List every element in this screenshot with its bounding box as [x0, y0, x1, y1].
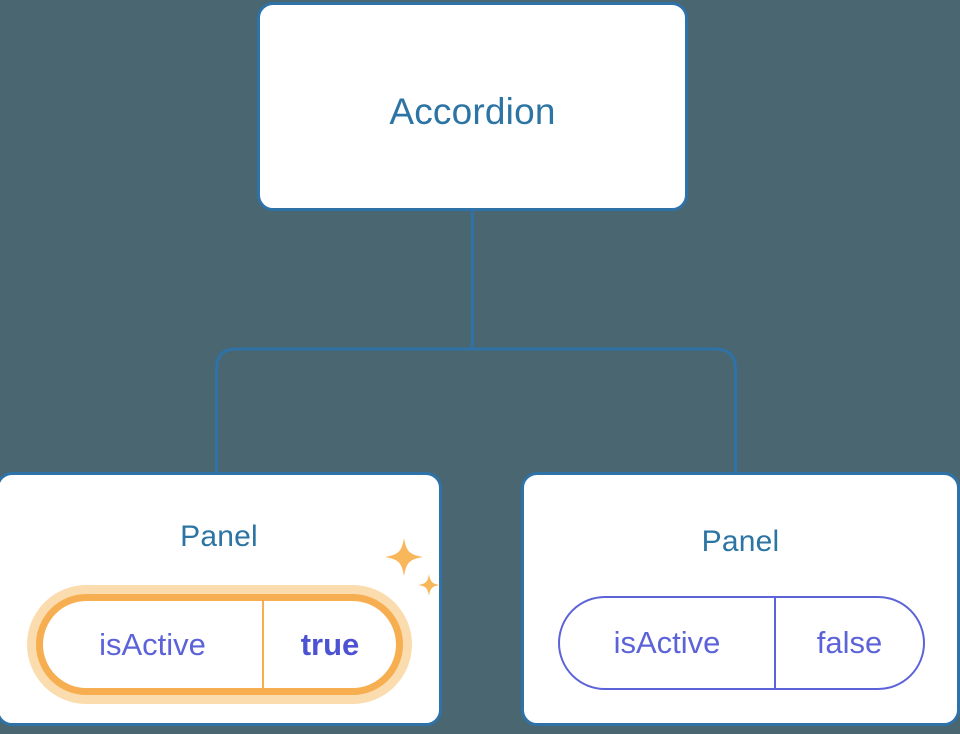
node-accordion-title: Accordion — [389, 91, 556, 132]
prop-key: isActive — [99, 626, 206, 662]
prop-value: true — [262, 601, 396, 688]
node-panel-active-title: Panel — [180, 520, 258, 553]
node-accordion[interactable]: Accordion — [257, 2, 688, 211]
prop-pill-isactive-true[interactable]: isActive true — [36, 594, 403, 695]
node-panel-inactive-title: Panel — [701, 525, 780, 558]
node-panel-inactive[interactable]: Panel isActive false — [521, 472, 960, 726]
prop-value: false — [774, 598, 923, 688]
prop-key: isActive — [613, 625, 721, 660]
node-panel-active[interactable]: Panel isActive true — [0, 472, 442, 726]
prop-pill-isactive-false[interactable]: isActive false — [558, 596, 925, 690]
edge-root-to-panels — [215, 347, 737, 472]
